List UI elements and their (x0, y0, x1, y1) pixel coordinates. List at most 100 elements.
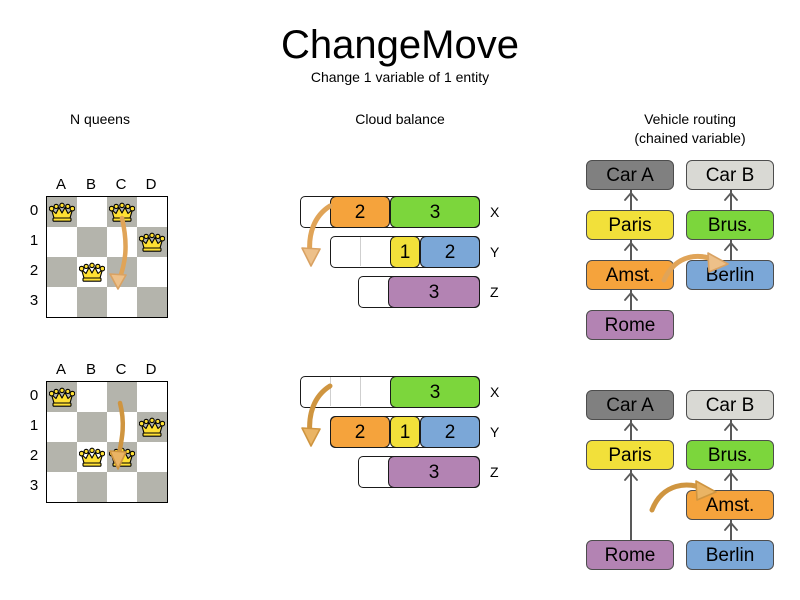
board-cell-C2[interactable] (107, 442, 137, 472)
board-cell-B1[interactable] (77, 412, 107, 442)
board-cell-A3[interactable] (47, 472, 77, 502)
board-cell-B2[interactable] (77, 442, 107, 472)
cloud-process-block-y-1-after[interactable]: 1 (390, 416, 420, 448)
board-row-label-0: 0 (29, 202, 39, 219)
routing-chain-edge (730, 190, 732, 210)
routing-stop-berlin-after[interactable]: Berlin (686, 540, 774, 570)
board-cell-C2[interactable] (107, 257, 137, 287)
cloud-process-block-z-0-after[interactable]: 3 (388, 456, 480, 488)
chessboard-before[interactable] (46, 196, 168, 318)
cloud-process-block-y-1-before[interactable]: 2 (420, 236, 480, 268)
board-col-label-c: C (115, 361, 127, 378)
routing-chain-arrowhead-icon (624, 422, 638, 431)
cloud-bar-divider (360, 377, 361, 406)
board-cell-C1[interactable] (107, 412, 137, 442)
routing-chain-edge (630, 240, 632, 260)
board-cell-B1[interactable] (77, 227, 107, 257)
cloud-process-block-y-2-after[interactable]: 2 (420, 416, 480, 448)
routing-stop-amst-after[interactable]: Amst. (686, 490, 774, 520)
board-cell-D1[interactable] (137, 412, 167, 442)
routing-chain-edge (630, 420, 632, 440)
board-cell-C0[interactable] (107, 197, 137, 227)
routing-stop-brus-before[interactable]: Brus. (686, 210, 774, 240)
cloud-computer-label-x-after: X (490, 384, 500, 400)
routing-stop-paris-before[interactable]: Paris (586, 210, 674, 240)
routing-chain-arrowhead-icon (624, 192, 638, 201)
cloud-process-block-x-0-before[interactable]: 2 (330, 196, 390, 228)
board-cell-B0[interactable] (77, 382, 107, 412)
board-cell-D0[interactable] (137, 197, 167, 227)
routing-stop-rome-before[interactable]: Rome (586, 310, 674, 340)
board-cell-A0[interactable] (47, 382, 77, 412)
page-subtitle: Change 1 variable of 1 entity (310, 69, 490, 85)
cloud-bar-divider (330, 377, 331, 406)
cloud-process-block-x-0-after[interactable]: 3 (390, 376, 480, 408)
board-cell-D3[interactable] (137, 472, 167, 502)
routing-chain-arrowhead-icon (724, 242, 738, 251)
board-cell-A1[interactable] (47, 412, 77, 442)
routing-stop-berlin-before[interactable]: Berlin (686, 260, 774, 290)
cloud-computer-label-x-before: X (490, 204, 500, 220)
board-cell-C3[interactable] (107, 287, 137, 317)
page-title: ChangeMove (281, 23, 519, 67)
routing-vehicle-car-a-after[interactable]: Car A (586, 390, 674, 420)
routing-chain-edge (630, 190, 632, 210)
board-row-label-0: 0 (29, 387, 39, 404)
board-cell-A0[interactable] (47, 197, 77, 227)
board-cell-A1[interactable] (47, 227, 77, 257)
board-cell-B3[interactable] (77, 287, 107, 317)
board-cell-B2[interactable] (77, 257, 107, 287)
routing-chain-arrowhead-icon (624, 292, 638, 301)
routing-vehicle-car-a-before[interactable]: Car A (586, 160, 674, 190)
board-col-label-c: C (115, 176, 127, 193)
chessboard-after[interactable] (46, 381, 168, 503)
routing-stop-rome-after[interactable]: Rome (586, 540, 674, 570)
board-cell-C3[interactable] (107, 472, 137, 502)
board-cell-C1[interactable] (107, 227, 137, 257)
board-col-label-d: D (145, 361, 157, 378)
routing-stop-brus-after[interactable]: Brus. (686, 440, 774, 470)
board-cell-A3[interactable] (47, 287, 77, 317)
board-cell-B0[interactable] (77, 197, 107, 227)
cloud-process-block-z-0-before[interactable]: 3 (388, 276, 480, 308)
board-cell-D1[interactable] (137, 227, 167, 257)
routing-stop-amst-before[interactable]: Amst. (586, 260, 674, 290)
routing-vehicle-car-b-after[interactable]: Car B (686, 390, 774, 420)
board-row-label-1: 1 (29, 232, 39, 249)
board-row-label-2: 2 (29, 447, 39, 464)
board-row-label-3: 3 (29, 292, 39, 309)
routing-vehicle-car-b-before[interactable]: Car B (686, 160, 774, 190)
routing-chain-arrowhead-icon (724, 422, 738, 431)
cloud-bar-divider (360, 237, 361, 266)
section-header-cloud-balance: Cloud balance (355, 111, 445, 127)
routing-chain-edge (730, 240, 732, 260)
routing-chain-arrowhead-icon (624, 472, 638, 481)
board-cell-A2[interactable] (47, 257, 77, 287)
section-header-vehicle-routing: Vehicle routing (chained variable) (600, 110, 780, 148)
board-cell-D0[interactable] (137, 382, 167, 412)
routing-chain-edge (630, 290, 632, 310)
routing-stop-paris-after[interactable]: Paris (586, 440, 674, 470)
cloud-computer-label-y-after: Y (490, 424, 500, 440)
cloud-process-block-x-1-before[interactable]: 3 (390, 196, 480, 228)
board-cell-D2[interactable] (137, 257, 167, 287)
board-cell-D2[interactable] (137, 442, 167, 472)
routing-chain-edge (730, 520, 732, 540)
board-cell-C0[interactable] (107, 382, 137, 412)
routing-chain-arrowhead-icon (724, 192, 738, 201)
cloud-computer-label-z-after: Z (490, 464, 499, 480)
board-cell-A2[interactable] (47, 442, 77, 472)
cloud-process-block-y-0-after[interactable]: 2 (330, 416, 390, 448)
routing-chain-edge (730, 420, 732, 440)
board-cell-B3[interactable] (77, 472, 107, 502)
cloud-process-block-y-0-before[interactable]: 1 (390, 236, 420, 268)
board-col-label-a: A (55, 361, 66, 378)
board-cell-D3[interactable] (137, 287, 167, 317)
board-col-label-b: B (85, 176, 96, 193)
section-header-nqueens: N queens (70, 111, 130, 127)
